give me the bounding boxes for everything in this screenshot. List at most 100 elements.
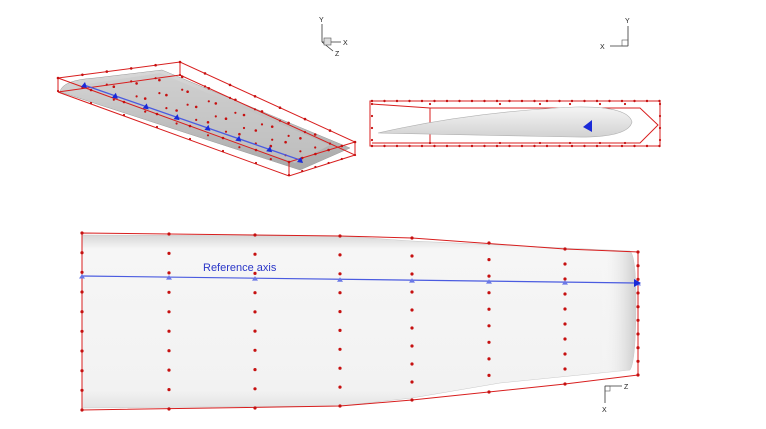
control-point [645, 99, 649, 103]
control-point [338, 404, 342, 408]
control-point [408, 144, 411, 148]
control-point [520, 144, 524, 148]
control-point [428, 141, 432, 145]
control-point [340, 144, 344, 148]
control-point [314, 152, 317, 156]
control-point [636, 346, 640, 350]
control-point [178, 60, 182, 64]
control-point [80, 369, 84, 373]
reference-axis-node [235, 135, 242, 142]
control-point [228, 83, 232, 87]
control-point [105, 83, 108, 86]
control-point [228, 96, 232, 99]
control-point [583, 144, 586, 148]
control-point [428, 102, 432, 106]
reference-axis-node [297, 157, 303, 163]
control-point [410, 398, 414, 402]
control-point [221, 136, 225, 140]
control-point [314, 146, 317, 149]
control-point [214, 102, 218, 105]
control-point [487, 357, 491, 361]
iso-wing-upper-highlight [75, 73, 330, 163]
control-point [538, 102, 542, 106]
control-point [395, 144, 399, 148]
control-point [135, 95, 138, 98]
reference-axis-node [486, 279, 492, 284]
control-point [254, 148, 258, 152]
control-point [287, 173, 291, 177]
control-point [608, 99, 611, 103]
control-point [301, 169, 304, 173]
control-point [158, 92, 161, 95]
planform-surface [81, 234, 637, 409]
control-point [155, 125, 159, 129]
control-point [636, 250, 640, 254]
reference-axis-node [142, 103, 149, 110]
top-control-points [80, 231, 640, 412]
control-point [545, 144, 549, 148]
control-point [135, 82, 138, 85]
control-point [238, 146, 241, 149]
control-point [410, 290, 414, 294]
control-point [80, 270, 84, 274]
control-point [167, 349, 171, 353]
control-point [636, 332, 640, 336]
control-point [154, 63, 157, 67]
reference-axis-node [204, 124, 211, 131]
control-point [287, 160, 291, 164]
control-point [207, 100, 210, 103]
control-point [165, 107, 168, 110]
control-point [253, 252, 257, 256]
control-point [658, 99, 661, 103]
control-point [410, 380, 414, 384]
control-point [487, 373, 491, 377]
control-point [303, 117, 307, 121]
control-point [338, 366, 342, 370]
control-point [487, 291, 491, 295]
reference-axis-node [166, 275, 172, 280]
control-point [175, 109, 178, 112]
control-point [253, 387, 257, 391]
control-point [563, 262, 567, 266]
control-point [242, 113, 246, 117]
control-point [410, 254, 414, 258]
control-point [287, 121, 290, 125]
control-point [206, 134, 210, 137]
control-point [645, 144, 649, 148]
control-point [470, 144, 474, 148]
control-point [167, 310, 171, 314]
control-point [545, 99, 549, 103]
control-point [338, 272, 342, 276]
control-point [658, 114, 662, 118]
control-point [178, 73, 182, 77]
control-point [353, 140, 357, 144]
top-triad-z-label: Z [624, 384, 629, 391]
control-point [214, 115, 217, 118]
control-point [570, 144, 574, 148]
control-point [563, 322, 567, 326]
iso-axis-triad: Y X Z [319, 17, 348, 58]
control-point [299, 137, 302, 140]
control-point [595, 144, 599, 148]
control-point [370, 102, 374, 106]
control-point [538, 141, 542, 145]
reference-axis-node [266, 146, 273, 153]
reference-axis-line [81, 275, 639, 284]
control-point [498, 102, 502, 106]
control-point [410, 326, 414, 330]
control-point [260, 123, 264, 126]
control-point [154, 77, 157, 80]
control-point [458, 144, 461, 148]
top-axis-triad: Z X [602, 384, 629, 414]
control-point [636, 277, 640, 281]
control-point [327, 148, 330, 152]
front-axis-triad: Y X [600, 18, 630, 51]
control-point [287, 134, 290, 137]
control-point [623, 102, 627, 106]
control-point [608, 144, 611, 148]
control-point [158, 78, 161, 82]
control-point [269, 158, 272, 161]
reference-axis-node [81, 82, 87, 88]
control-point [598, 102, 602, 106]
control-point [253, 310, 257, 314]
